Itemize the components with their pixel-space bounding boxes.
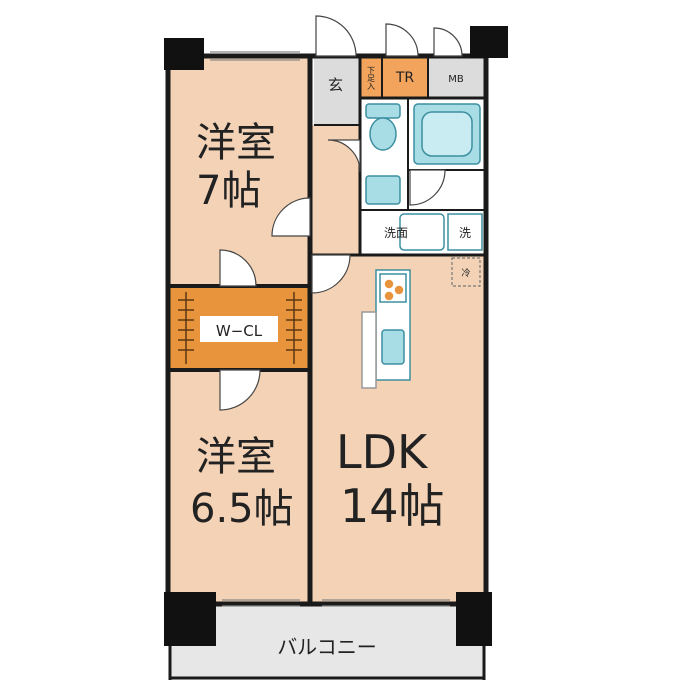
- closet-rails: [178, 292, 302, 364]
- shoebox-label: 下足入: [367, 66, 376, 90]
- fridge-space: [451, 257, 481, 287]
- ldk-name: LDK: [336, 425, 429, 479]
- fixtures: [361, 103, 483, 389]
- fridge-label: 冷: [461, 267, 470, 279]
- closet-label-bg: [200, 316, 278, 342]
- room-western-1-size: 7帖: [196, 168, 261, 214]
- washroom-label: 洗面: [384, 226, 408, 240]
- windows: [210, 51, 450, 607]
- meter-box-fill: [428, 58, 484, 98]
- trunk-room-label: TR: [395, 70, 415, 86]
- room-western-1-name: 洋室: [196, 120, 276, 166]
- room-western-2-size: 6.5帖: [190, 486, 294, 532]
- ldk-size: 14帖: [340, 479, 445, 533]
- trunk-room-fill: [382, 58, 428, 98]
- washer-label: 洗: [459, 226, 471, 240]
- structural-columns: [164, 26, 508, 646]
- closet-name: W−CL: [216, 322, 263, 340]
- meter-box-label: MB: [448, 74, 464, 85]
- entrance-fill: [314, 58, 360, 125]
- room-western-2-fill: [170, 370, 310, 602]
- balcony-fill: [170, 602, 484, 678]
- entrance-label: 玄: [328, 76, 343, 94]
- door-swings: [219, 15, 463, 411]
- room-western-1-fill: [170, 58, 310, 286]
- room-western-2-name: 洋室: [196, 434, 276, 480]
- shoebox-fill: [360, 58, 382, 98]
- balcony-name: バルコニー: [277, 635, 377, 659]
